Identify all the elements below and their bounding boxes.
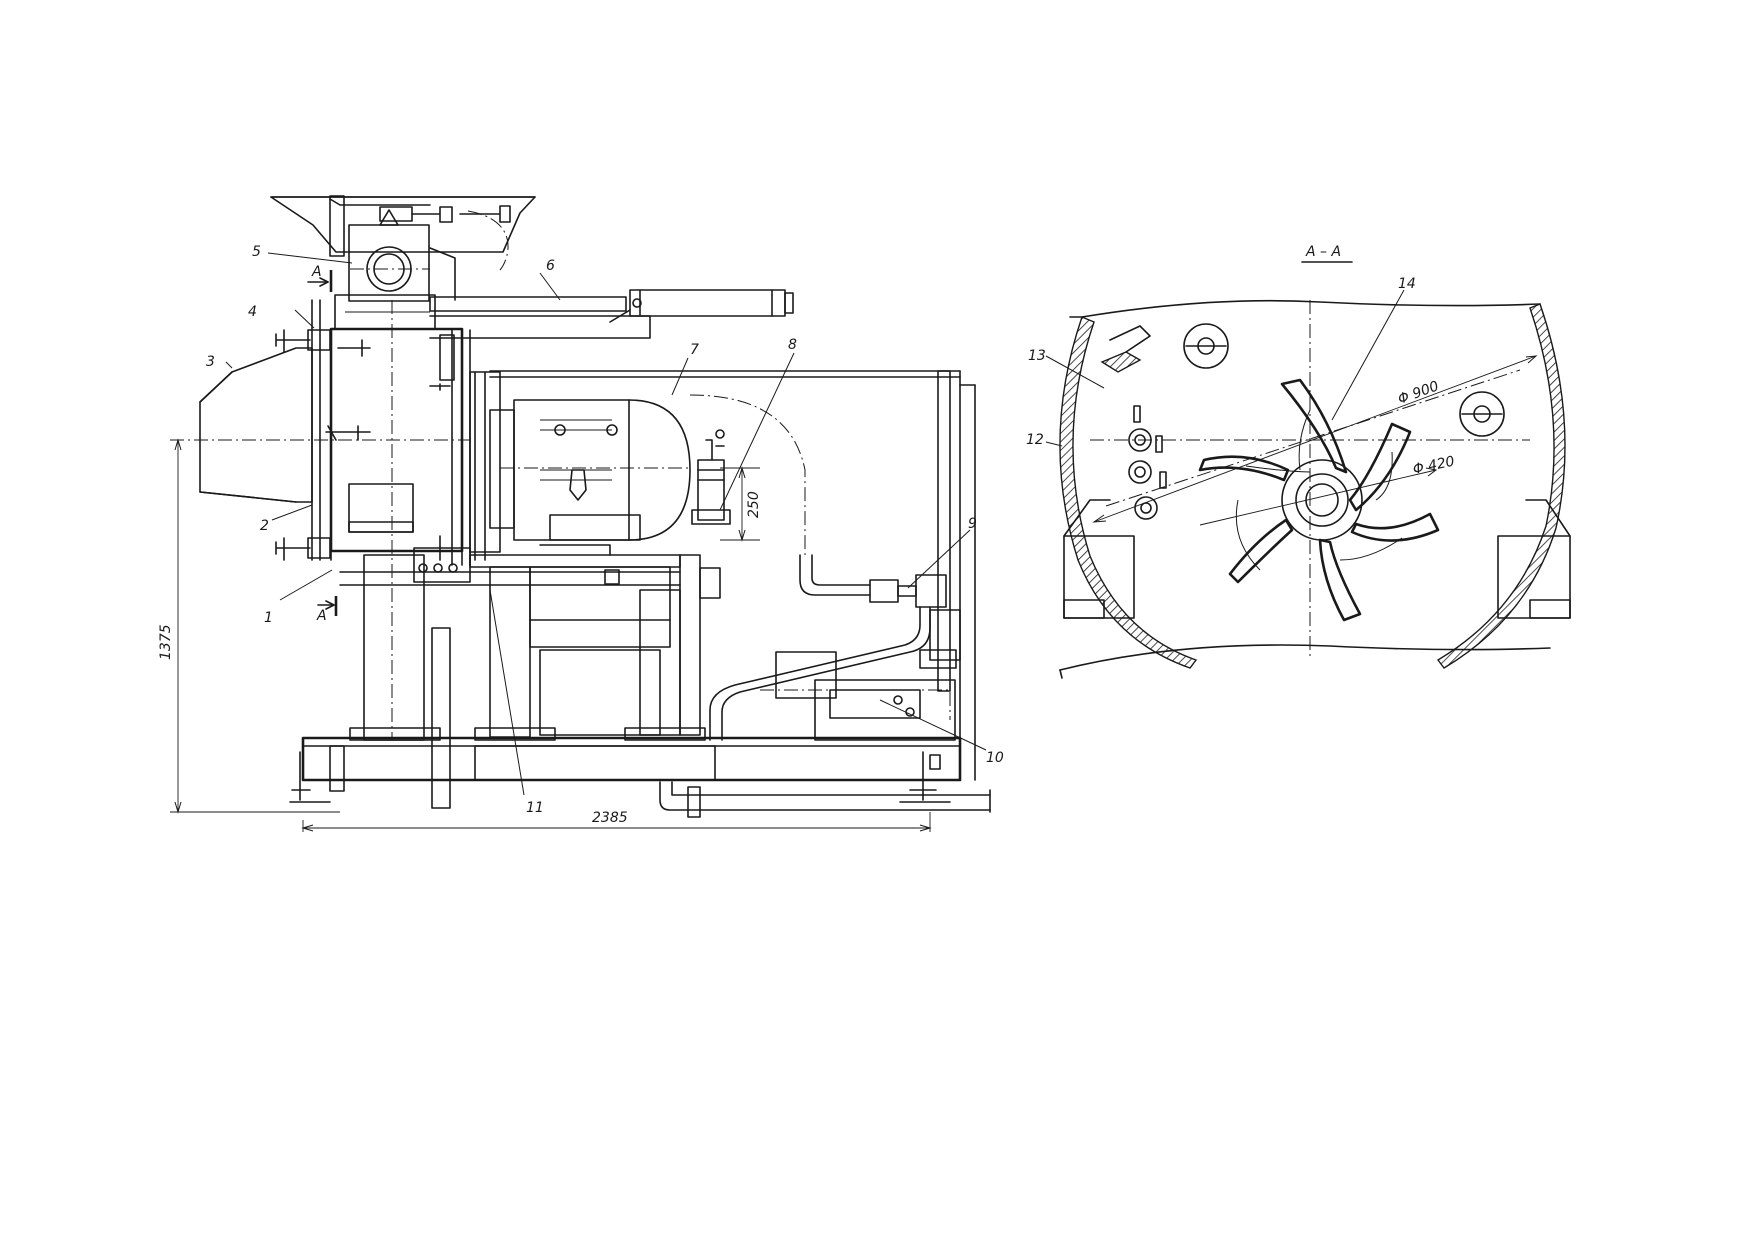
label-7: 7 <box>690 342 699 358</box>
piping <box>709 554 961 741</box>
section-view: A – A <box>1026 244 1571 679</box>
inspection-ports <box>1128 323 1505 520</box>
leader-lines <box>225 252 987 796</box>
gauge-assembly <box>691 429 731 525</box>
label-13: 13 <box>1028 348 1046 364</box>
side-view: 5 4 3 2 1 6 7 8 9 10 11 A A 1375 2385 25… <box>158 195 1004 832</box>
dim-inner-diameter: Φ 420 <box>1412 453 1457 477</box>
dimension-lines <box>170 438 932 832</box>
bolt-assemblies <box>275 329 451 561</box>
label-11: 11 <box>526 800 544 816</box>
actuator-cylinder <box>429 289 794 339</box>
cabinet-frame <box>489 370 976 781</box>
section-cut-markers <box>307 270 338 616</box>
dim-gap: 250 <box>746 491 762 518</box>
label-6: 6 <box>546 258 555 274</box>
label-9: 9 <box>968 516 977 532</box>
label-12: 12 <box>1026 432 1044 448</box>
dim-outer-diameter: Φ 900 <box>1396 378 1441 407</box>
label-1: 1 <box>264 610 273 626</box>
label-4: 4 <box>248 304 257 320</box>
label-10: 10 <box>986 750 1004 766</box>
label-5: 5 <box>252 244 261 260</box>
label-3: 3 <box>206 354 215 370</box>
section-mark-bottom: A <box>316 608 327 624</box>
label-14: 14 <box>1398 276 1416 292</box>
dim-length: 2385 <box>592 810 628 826</box>
impeller <box>1198 378 1440 622</box>
label-2: 2 <box>260 518 269 534</box>
label-8: 8 <box>788 337 797 353</box>
main-chamber <box>311 299 486 740</box>
hopper <box>270 195 536 271</box>
dim-height: 1375 <box>158 624 174 660</box>
motor <box>469 371 691 553</box>
section-mark-top: A <box>311 264 322 280</box>
lower-frame <box>289 544 991 818</box>
nozzle-cone <box>170 347 470 503</box>
section-title: A – A <box>1305 244 1341 260</box>
